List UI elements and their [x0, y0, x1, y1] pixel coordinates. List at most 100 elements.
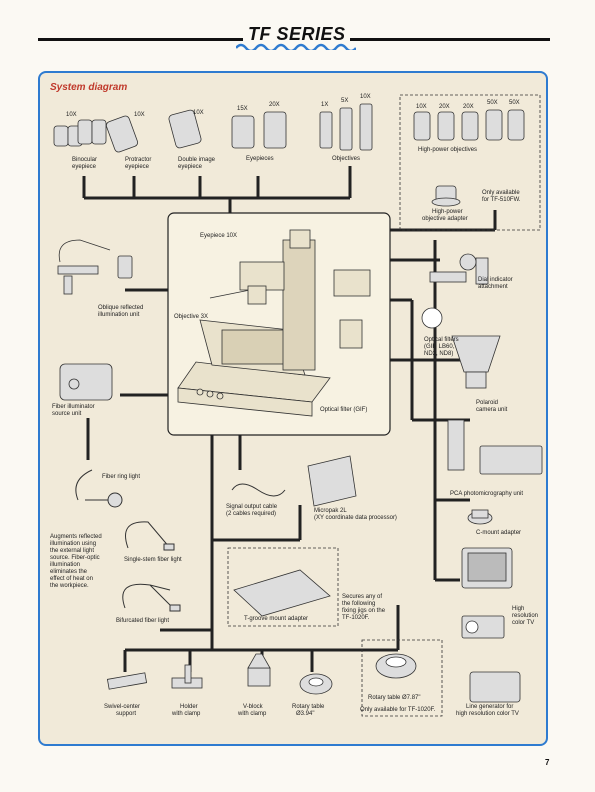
double-image-mag: 10X: [193, 110, 204, 116]
microscope-objective-label: Objective 3X: [174, 314, 209, 320]
optical-filters-label-2: (GIF, LB60,: [424, 344, 455, 350]
vblock-label-2: with clamp: [238, 711, 267, 717]
micropak-label-2: (XY coordinate data processor): [314, 515, 397, 521]
protractor-label-1: Protractor: [125, 157, 152, 163]
hp-mag-3: 20X: [463, 104, 474, 110]
optical-filters-label-1: Optical filters: [424, 337, 459, 343]
double-image-label-1: Double image: [178, 157, 216, 163]
signal-cable-label-2: (2 cables required): [226, 511, 277, 517]
high-power-box: [399, 94, 541, 231]
high-power-objectives-drawing: [413, 109, 525, 141]
augments-line-1: Augments reflected: [50, 534, 102, 540]
binocular-eyepiece-drawing: [53, 119, 107, 147]
rotary-small-label-1: Rotary table: [292, 704, 325, 710]
microscope-eyepiece-label: Eyepiece 10X: [200, 233, 238, 239]
single-stem-fiber-drawing: [125, 521, 175, 551]
polaroid-label-1: Polaroid: [476, 400, 499, 406]
jig-drawings: [106, 653, 333, 695]
augments-line-4: source. Fiber-optic: [50, 555, 100, 561]
fiber-ring-label: Fiber ring light: [102, 474, 141, 480]
hp-mag-1: 10X: [416, 104, 427, 110]
rotary-large-label-2: Only available for TF-1020F.: [360, 707, 436, 713]
objective-mag-1: 1X: [321, 102, 329, 108]
hp-note-1: Only available: [482, 190, 520, 196]
microscope-drawing: [177, 229, 371, 417]
eyepieces-drawing: [231, 111, 287, 149]
polaroid-label-2: camera unit: [476, 407, 508, 413]
swivel-label-2: support: [116, 711, 137, 717]
binocular-mag: 10X: [66, 112, 77, 118]
micropak-label-1: Micropak 2L: [314, 508, 347, 514]
diagram-title: System diagram: [50, 82, 128, 93]
holder-label-1: Holder: [180, 704, 198, 710]
augments-line-2: illumination using: [50, 541, 97, 547]
secures-line-3: fixing jigs on the: [342, 608, 386, 614]
oblique-illumination-drawing: [57, 239, 133, 295]
dial-label-2: attachment: [478, 284, 508, 290]
oblique-label-1: Oblique reflected: [98, 305, 144, 311]
hires-tv-label-2: resolution: [512, 613, 539, 619]
header-rule-right: [350, 38, 550, 41]
line-gen-label-2: high resolution color TV: [456, 711, 519, 717]
tgroove-box: [227, 547, 339, 627]
augments-line-8: the workpiece.: [50, 583, 89, 589]
cmount-label: C-mount adapter: [476, 530, 522, 536]
dial-label-1: Dial indicator: [478, 277, 513, 283]
augments-line-3: the external light: [50, 548, 95, 554]
page-number: 7: [545, 758, 550, 767]
rotary-small-label-2: Ø3.94": [296, 711, 315, 717]
pca-label: PCA photomicrography unit: [450, 491, 524, 497]
micropak-drawing: [307, 455, 357, 507]
eyepieces-label: Eyepieces: [246, 156, 274, 162]
hp-adapter-label-2: objective adapter: [422, 216, 468, 222]
eyepiece-mag-15: 15X: [237, 106, 248, 112]
dial-indicator-drawing: [429, 253, 489, 285]
double-image-label-2: eyepiece: [178, 164, 203, 170]
single-stem-label: Single-stem fiber light: [124, 557, 182, 563]
microscope-filter-label: Optical filter (GIF): [320, 407, 368, 413]
augments-line-7: effect of heat on: [50, 576, 93, 582]
vblock-label-1: V-block: [243, 704, 263, 710]
protractor-mag: 10X: [134, 112, 145, 118]
page-title: TF SERIES: [248, 24, 346, 44]
objectives-drawing: [319, 103, 373, 151]
line-gen-label-1: Line generator for: [466, 704, 514, 710]
hp-mag-5: 50X: [509, 100, 520, 106]
holder-label-2: with clamp: [172, 711, 201, 717]
high-power-adapter-drawing: [431, 185, 461, 207]
connector-lines: [82, 166, 497, 672]
bifurcated-fiber-drawing: [122, 583, 181, 612]
cmount-adapter-drawing: [467, 509, 493, 525]
objectives-label: Objectives: [332, 156, 361, 162]
augments-line-5: illumination: [50, 562, 81, 568]
optical-filters-label-3: ND2, ND8): [424, 351, 454, 357]
swivel-label-1: Swivel-center: [104, 704, 141, 710]
rotary-large-drawing: [375, 653, 417, 679]
eyepiece-mag-20: 20X: [269, 102, 280, 108]
oblique-label-2: illumination unit: [98, 312, 140, 318]
hp-mag-4: 50X: [487, 100, 498, 106]
hp-mag-2: 20X: [439, 104, 450, 110]
tgroove-adapter-drawing: [233, 569, 331, 617]
hp-adapter-label-1: High-power: [432, 209, 463, 215]
header-rule-left: [38, 38, 243, 41]
secures-line-4: TF-1020F.: [342, 615, 370, 621]
fiber-illuminator-label-2: source unit: [52, 411, 82, 417]
fiber-illuminator-label-1: Fiber illuminator: [52, 404, 95, 410]
secures-line-2: the following: [342, 601, 376, 607]
hires-tv-label-1: High: [512, 606, 525, 612]
signal-cable-drawing: [231, 483, 286, 497]
secures-line-1: Secures any of: [342, 594, 383, 600]
bifurcated-label: Bifurcated fiber light: [116, 618, 170, 624]
pca-photo-unit-drawing: [447, 419, 543, 475]
tgroove-label: T-groove mount adapter: [244, 616, 309, 622]
hp-objectives-label: High-power objectives: [418, 147, 478, 153]
objective-mag-3: 10X: [360, 94, 371, 100]
fiber-ring-light-drawing: [75, 469, 123, 508]
hires-tv-label-3: color TV: [512, 620, 535, 626]
signal-cable-label-1: Signal output cable: [226, 504, 278, 510]
line-generator-drawing: [469, 671, 521, 703]
rotary-large-box: [361, 639, 443, 717]
optical-filter-drawing: [421, 307, 443, 329]
